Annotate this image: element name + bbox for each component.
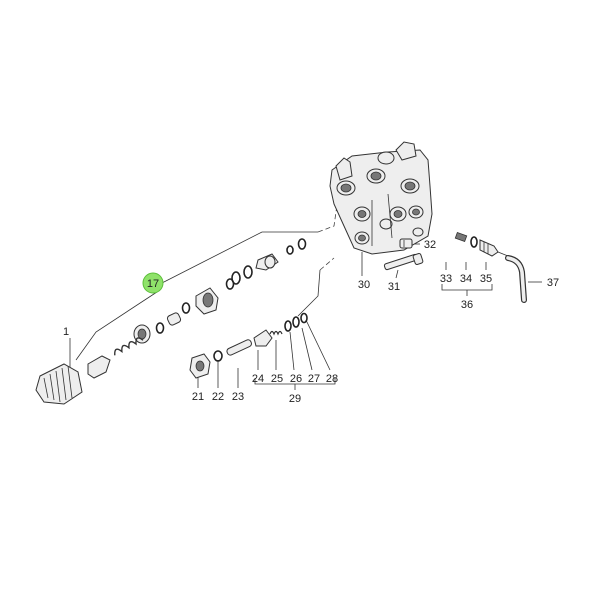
callout-21: 21 [192,391,204,403]
callout-1: 1 [63,326,69,338]
callout-34: 34 [460,273,472,285]
part-32-bolt [399,238,413,249]
callout-26: 26 [290,373,302,385]
callout-17-highlight[interactable]: 17 [142,272,164,294]
pump-manifold [329,141,433,255]
callout-27: 27 [308,373,320,385]
lower-parts [189,312,308,379]
callout-35: 35 [480,273,492,285]
callout-30: 30 [358,279,370,291]
callout-24: 24 [252,373,264,385]
callout-23: 23 [232,391,244,403]
callout-36: 36 [461,299,473,311]
leader-lines [69,197,542,390]
part-1-cap [35,363,83,405]
callout-25: 25 [271,373,283,385]
callout-28: 28 [326,373,338,385]
part-37-pipe [505,255,527,303]
callout-31: 31 [388,281,400,293]
callout-17: 17 [147,278,159,290]
callout-22: 22 [212,391,224,403]
callout-33: 33 [440,273,452,285]
callout-29: 29 [289,393,301,405]
parts-33-35-fitting [454,231,509,257]
part-31-bolt [383,253,424,271]
callout-32: 32 [424,239,436,251]
upper-valve-stack [87,238,307,379]
callout-labels: 1 21 22 23 24 25 26 27 28 29 30 31 32 33… [63,239,559,405]
callout-37: 37 [547,277,559,289]
